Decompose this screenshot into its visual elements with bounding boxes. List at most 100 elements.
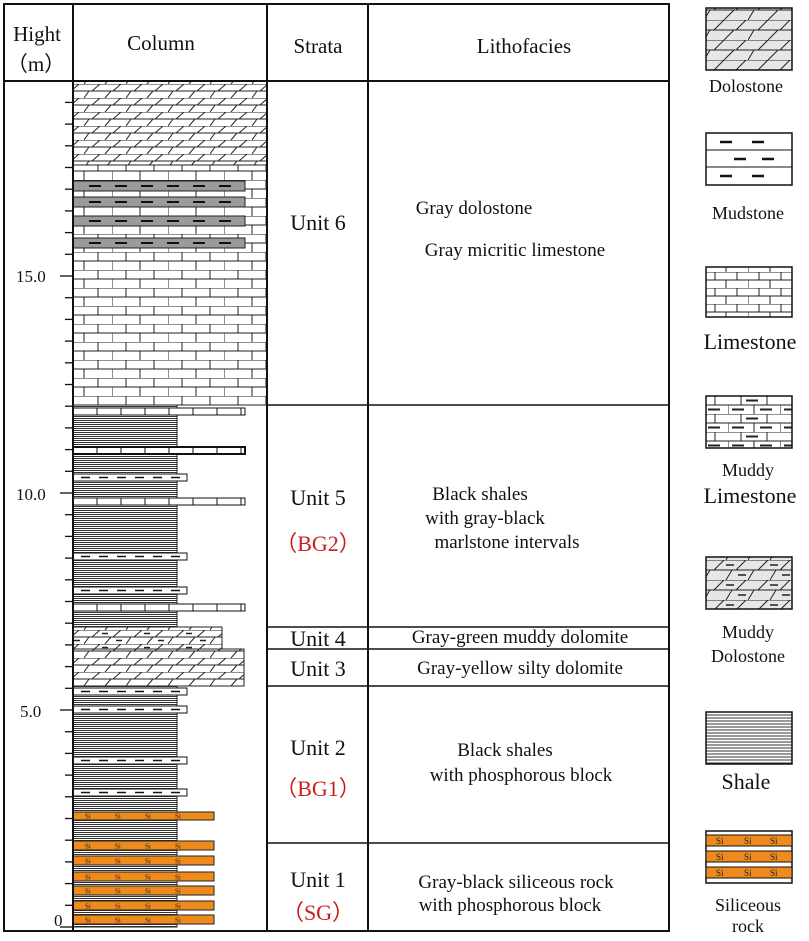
table-border — [3, 3, 670, 932]
si-label: Si — [145, 888, 151, 896]
height-axis — [60, 101, 73, 928]
interbed-unit5-6 — [72, 603, 246, 612]
unit3-name: Unit 3 — [290, 656, 346, 681]
siliceous-bed-6 — [72, 914, 215, 925]
legend-label-muddy-limestone-1: Muddy — [721, 460, 775, 480]
siliceous-bed-3 — [72, 871, 215, 882]
siliceous-bed-5 — [72, 900, 215, 911]
legend-si-label: Si — [770, 868, 778, 878]
legend-si-label: Si — [744, 868, 752, 878]
si-label: Si — [145, 858, 151, 866]
unit6-name: Unit 6 — [290, 210, 346, 235]
legend-swatch-limestone — [705, 266, 793, 318]
unit1-name: Unit 1 — [290, 867, 346, 892]
legend-si-label: Si — [770, 852, 778, 862]
lithofacies-header: Lithofacies — [476, 34, 572, 58]
legend-swatch-muddy-dolostone — [705, 556, 793, 610]
legend-siliceous-band-0 — [705, 834, 793, 847]
tick-label-0: 0 — [54, 911, 63, 930]
unit6-lith-line1: Gray dolostone — [415, 198, 533, 219]
legend-label-muddy-dolostone-1: Muddy — [721, 622, 775, 642]
legend-label-siliceous-1: Siliceous — [715, 895, 781, 915]
interbed-unit2-3 — [72, 788, 188, 797]
interbed-unit2-2 — [72, 756, 188, 765]
unit1-code: （SG） — [281, 900, 355, 925]
interbed-unit5-1 — [72, 446, 246, 455]
si-label: Si — [115, 874, 121, 882]
unit5-code: （BG2） — [275, 531, 361, 556]
legend-swatch-muddy-limestone — [705, 395, 793, 449]
unit5-name: Unit 5 — [290, 485, 346, 510]
interbed-unit2-0 — [72, 687, 188, 696]
si-label: Si — [115, 813, 121, 821]
si-label: Si — [115, 858, 121, 866]
interbed-unit2-1 — [72, 705, 188, 714]
strata-header: Strata — [293, 34, 343, 58]
si-label: Si — [175, 843, 181, 851]
bed-dolostone-cap — [72, 80, 268, 166]
si-label: Si — [115, 843, 121, 851]
si-label: Si — [175, 858, 181, 866]
legend-si-label: Si — [716, 868, 724, 878]
si-label: Si — [175, 917, 181, 925]
legend-label-dolostone: Dolostone — [709, 76, 783, 96]
unit6-lith-line2: Gray micritic limestone — [424, 240, 606, 261]
table-grid — [3, 3, 670, 932]
bed-muddy-dolomite-unit4 — [72, 626, 223, 650]
siliceous-bed-0 — [72, 811, 215, 821]
legend-si-label: Si — [744, 852, 752, 862]
unit2-lith-line1: Black shales — [457, 740, 553, 761]
legend-label-siliceous-2: rock — [732, 916, 764, 936]
legend-si-label: Si — [716, 836, 724, 846]
tick-label-10: 10.0 — [16, 485, 46, 504]
height-header-line2: （m） — [6, 52, 66, 76]
si-label: Si — [115, 917, 121, 925]
si-label: Si — [175, 903, 181, 911]
interbed-unit5-4 — [72, 552, 188, 561]
unit2-code: （BG1） — [275, 776, 361, 801]
legend-siliceous-band-1 — [705, 850, 793, 863]
siliceous-bed-4 — [72, 885, 215, 896]
si-label: Si — [85, 843, 91, 851]
si-label: Si — [175, 874, 181, 882]
si-label: Si — [145, 813, 151, 821]
unit1-lith-line1: Gray-black siliceous rock — [418, 872, 614, 893]
legend-label-shale: Shale — [721, 769, 771, 794]
interbed-unit5-0 — [72, 407, 246, 416]
unit5-lith-line3: marlstone intervals — [434, 532, 580, 553]
legend-swatch-mudstone — [705, 132, 793, 186]
si-label: Si — [85, 888, 91, 896]
legend-label-muddy-dolostone-2: Dolostone — [711, 646, 785, 666]
legend-si-label: Si — [744, 836, 752, 846]
si-label: Si — [85, 858, 91, 866]
siliceous-bed-1 — [72, 840, 215, 851]
legend-label-limestone: Limestone — [703, 329, 797, 354]
unit4-name: Unit 4 — [290, 626, 346, 651]
si-label: Si — [145, 903, 151, 911]
unit4-lith-line1: Gray-green muddy dolomite — [411, 627, 629, 648]
si-label: Si — [115, 903, 121, 911]
bed-silty-dolomite-unit3 — [72, 648, 245, 687]
si-label: Si — [85, 917, 91, 925]
height-header-line1: Hight — [13, 22, 61, 46]
unit1-lith-line2: with phosphorous block — [418, 895, 602, 916]
legend-label-mudstone: Mudstone — [712, 203, 784, 223]
unit5-lith-line2: with gray-black — [425, 508, 545, 529]
si-label: Si — [85, 903, 91, 911]
si-label: Si — [85, 813, 91, 821]
unit2-name: Unit 2 — [290, 735, 346, 760]
legend-label-muddy-limestone-2: Limestone — [703, 483, 797, 508]
interbed-unit5-2 — [72, 473, 188, 482]
legend-swatch-shale — [705, 711, 793, 765]
unit5-lith-line1: Black shales — [432, 484, 528, 505]
unit2-lith-line2: with phosphorous block — [429, 765, 613, 786]
si-label: Si — [85, 874, 91, 882]
si-label: Si — [175, 813, 181, 821]
legend-si-label: Si — [716, 852, 724, 862]
si-label: Si — [145, 874, 151, 882]
si-label: Si — [175, 888, 181, 896]
interbed-unit5-5 — [72, 586, 188, 595]
